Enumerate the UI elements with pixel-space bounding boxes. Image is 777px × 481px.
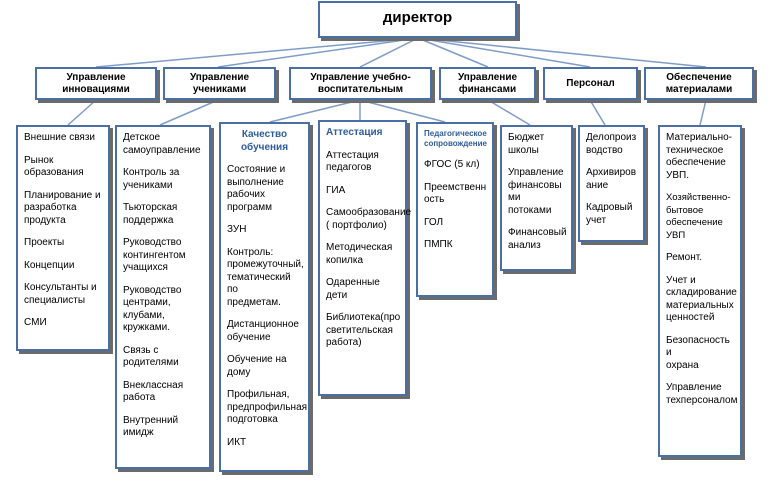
list-item: Связь с родителями <box>123 344 179 369</box>
dept-students: Управление учениками <box>163 67 276 100</box>
list-item: Преемственн ость <box>424 181 487 206</box>
list-item: Профильная, предпрофильная подготовка <box>227 389 308 425</box>
list-item: Контроль: промежуточный, тематический по… <box>227 246 304 308</box>
list-item: Руководство контингентом учащихся <box>123 237 186 273</box>
list-item: Библиотека(про светительская работа) <box>326 312 401 348</box>
dept-educational-label: Управление учебно- воспитательным <box>310 71 411 95</box>
quality-box: Качество обучения Состояние и выполнение… <box>219 122 310 472</box>
list-item: Консультанты и специалисты <box>24 282 97 306</box>
students-box: Детское самоуправление Контроль за учени… <box>115 125 211 469</box>
dept-finance: Управление финансами <box>439 67 536 100</box>
innovations-box: Внешние связи Рынок образования Планиров… <box>16 125 110 351</box>
quality-title: Качество обучения <box>240 129 289 153</box>
attestation-title: Аттестация <box>326 127 383 138</box>
list-item: Проекты <box>24 237 65 248</box>
dept-personnel-label: Персонал <box>566 77 615 89</box>
list-item: ЗУН <box>227 224 247 235</box>
dept-innovations: Управление инновациями <box>35 67 157 100</box>
list-item: Внешние связи <box>24 132 96 143</box>
list-item: Детское самоуправление <box>123 132 201 156</box>
director-box: директор <box>318 1 517 38</box>
list-item: Управление финансовы ми потоками <box>508 167 564 216</box>
list-item: Тьюторская поддержка <box>123 202 178 226</box>
list-item: Кадровый учет <box>586 202 633 226</box>
pedagogical-title: Педагогическое сопровождение <box>424 129 487 148</box>
pedagogical-box: Педагогическое сопровождение ФГОС (5 кл)… <box>416 122 494 297</box>
list-item: Управление техперсоналом <box>666 382 738 406</box>
list-item: ИКТ <box>227 436 247 448</box>
list-item: Методическая копилка <box>326 242 393 266</box>
list-item: Внеклассная работа <box>123 379 184 404</box>
list-item: Самообразование ( портфолио) <box>326 207 412 231</box>
list-item: Учет и складирование материальных ценнос… <box>666 274 737 324</box>
list-item: ГИА <box>326 184 346 196</box>
list-item: Хозяйственно- бытовое обеспечение УВП <box>666 192 731 241</box>
list-item: Ремонт. <box>666 252 703 263</box>
list-item: Концепции <box>24 259 75 271</box>
list-item: Обучение на дому <box>227 354 287 378</box>
dept-materials: Обеспечение материалами <box>644 67 754 100</box>
dept-finance-label: Управление финансами <box>457 71 518 95</box>
dept-materials-label: Обеспечение материалами <box>665 71 733 95</box>
dept-students-label: Управление учениками <box>189 71 250 95</box>
list-item: Контроль за учениками <box>123 167 180 191</box>
personnel-box: Делопроиз водство Архивиров ание Кадровы… <box>578 125 645 242</box>
list-item: Бюджет школы <box>508 132 545 156</box>
list-item: Одаренные дети <box>326 277 380 301</box>
list-item: Аттестация педагогов <box>326 149 379 174</box>
list-item: Состояние и выполнение рабочих программ <box>227 164 286 213</box>
list-item: ГОЛ <box>424 216 444 228</box>
attestation-box: Аттестация Аттестация педагогов ГИА Само… <box>318 120 412 396</box>
dept-educational: Управление учебно- воспитательным <box>289 67 432 100</box>
list-item: Дистанционное обучение <box>227 319 299 343</box>
list-item: ПМПК <box>424 239 453 250</box>
list-item: СМИ <box>24 317 47 328</box>
finance-box: Бюджет школы Управление финансовы ми пот… <box>500 125 573 271</box>
list-item: Планирование и разработка продукта <box>24 189 101 226</box>
list-item: Внутренний имидж <box>123 414 179 439</box>
list-item: ФГОС (5 кл) <box>424 159 480 170</box>
list-item: Финансовый анализ <box>508 227 567 251</box>
list-item: Материально- техническое обеспечение УВП… <box>666 132 732 181</box>
dept-personnel: Персонал <box>543 67 638 100</box>
director-label: директор <box>382 9 453 26</box>
dept-innovations-label: Управление инновациями <box>62 71 130 95</box>
list-item: Рынок образования <box>24 154 84 179</box>
list-item: Безопасность и охрана <box>666 334 730 371</box>
list-item: Руководство центрами, клубами, кружками. <box>123 284 182 334</box>
list-item: Архивиров ание <box>586 167 637 191</box>
materials-box: Материально- техническое обеспечение УВП… <box>658 125 742 457</box>
list-item: Делопроиз водство <box>586 132 637 156</box>
